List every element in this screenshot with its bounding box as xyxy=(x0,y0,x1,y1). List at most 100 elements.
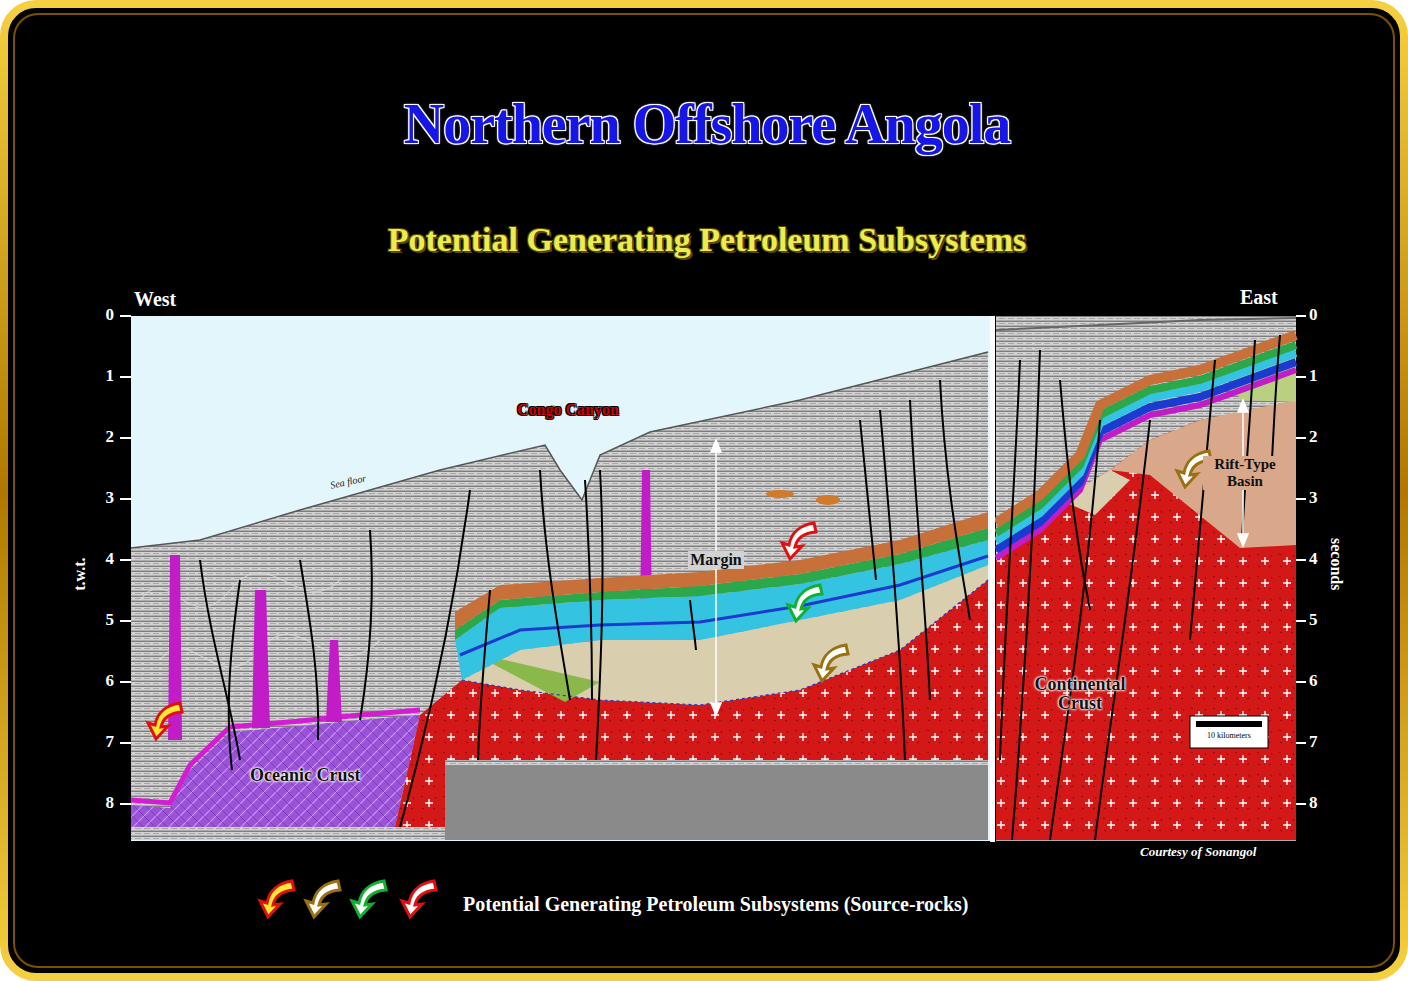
illustration-part xyxy=(711,440,721,715)
illustration-part xyxy=(1238,534,1248,546)
left-panel xyxy=(131,316,990,841)
axis-title: t.w.t. xyxy=(71,558,89,591)
illustration-part xyxy=(690,600,696,650)
illustration-part xyxy=(1296,316,1306,804)
illustration-part xyxy=(585,480,592,700)
axis-title: seconds xyxy=(1327,538,1345,590)
illustration-part xyxy=(160,634,380,667)
illustration-part xyxy=(996,345,1296,533)
direction-label: East xyxy=(1240,286,1278,309)
illustration-part xyxy=(252,590,270,728)
illustration-part xyxy=(715,446,717,709)
illustration-part xyxy=(131,352,988,548)
axis-value: 8 xyxy=(1309,793,1318,813)
illustration-part xyxy=(400,490,470,827)
illustration-part xyxy=(455,512,988,630)
illustration-part xyxy=(131,316,990,841)
scale-label: 10 kilometers xyxy=(1207,731,1251,740)
source-arrow-brown xyxy=(814,645,848,681)
illustration-part xyxy=(306,881,340,917)
title: Northern Offshore Angola xyxy=(404,92,1011,156)
illustration-part xyxy=(910,400,930,700)
illustration-part xyxy=(131,352,988,840)
illustration-part xyxy=(1238,400,1248,412)
subtitle: Potential Generating Petroleum Subsystem… xyxy=(388,220,1027,259)
direction-label: West xyxy=(134,288,176,311)
illustration-part xyxy=(880,410,905,760)
illustration-part xyxy=(596,470,603,760)
axis-value: 2 xyxy=(1309,427,1318,447)
axis-value: 6 xyxy=(92,671,114,691)
illustration-part xyxy=(1272,335,1280,460)
region-label: Rift-Type Basin xyxy=(1203,456,1287,490)
axis-value: 3 xyxy=(1309,488,1318,508)
illustration-part xyxy=(940,380,970,620)
illustration-part xyxy=(1196,721,1262,727)
illustration-part xyxy=(1242,340,1255,540)
axis-value: 4 xyxy=(1309,549,1318,569)
feature-label: Congo Canyon xyxy=(517,401,619,419)
illustration-part xyxy=(148,703,182,739)
legend-arrows xyxy=(260,881,436,917)
source-arrow-yellow xyxy=(148,703,182,739)
frame xyxy=(4,4,1404,977)
axis-value: 1 xyxy=(1309,366,1318,386)
region-label: Oceanic Crust xyxy=(250,765,360,786)
axis-value: 0 xyxy=(1309,305,1318,325)
axis-value: 2 xyxy=(92,427,114,447)
illustration-part xyxy=(782,523,816,559)
axis-value: 5 xyxy=(92,610,114,630)
axis-value: 7 xyxy=(1309,732,1318,752)
axis-value: 7 xyxy=(92,732,114,752)
illustration-part xyxy=(326,640,342,722)
illustration-part xyxy=(996,335,1296,523)
panel-divider xyxy=(990,316,995,842)
illustration-part xyxy=(1095,420,1150,840)
illustration-part xyxy=(229,580,240,770)
illustration-part xyxy=(120,316,131,804)
illustration-part xyxy=(1190,716,1268,748)
illustration-part xyxy=(260,881,294,917)
credit-note: Courtesy of Sonangol xyxy=(1140,845,1256,860)
illustration-part xyxy=(766,490,794,498)
illustration-part xyxy=(352,881,386,917)
illustration-part xyxy=(200,380,970,827)
illustration-part xyxy=(540,470,570,700)
axis-value: 6 xyxy=(1309,671,1318,691)
illustration-part xyxy=(200,560,240,760)
axis-ticks xyxy=(120,316,1306,804)
illustration-part xyxy=(711,703,721,715)
illustration-part xyxy=(306,881,340,917)
illustration-part xyxy=(360,530,372,720)
source-arrow-red xyxy=(782,523,816,559)
illustration-part xyxy=(788,585,822,621)
axis-value: 3 xyxy=(92,488,114,508)
illustration-part xyxy=(445,765,988,840)
illustration-part xyxy=(814,645,848,681)
illustration-part xyxy=(1012,350,1040,840)
source-arrow-green xyxy=(788,585,822,621)
illustration-part xyxy=(402,881,436,917)
frame-inner xyxy=(14,14,1394,967)
illustration-part xyxy=(1000,360,1020,760)
illustration-part xyxy=(478,590,490,760)
axis-value: 4 xyxy=(92,549,114,569)
illustration-part xyxy=(1050,420,1100,840)
illustration-part xyxy=(402,881,436,917)
illustration-part xyxy=(766,490,840,505)
illustration-part xyxy=(1190,360,1215,640)
illustration-part xyxy=(462,580,988,705)
illustration-part xyxy=(996,318,1296,330)
axis-value: 0 xyxy=(92,305,114,325)
illustration-part xyxy=(996,316,1296,841)
illustration-part xyxy=(711,440,721,452)
illustration-part xyxy=(1000,335,1280,840)
axis-value: 1 xyxy=(92,366,114,386)
right-panel xyxy=(996,316,1296,841)
axis-value: 5 xyxy=(1309,610,1318,630)
illustration-part xyxy=(996,400,1296,840)
illustration-part xyxy=(352,881,386,917)
illustration-part xyxy=(260,881,294,917)
illustration-part xyxy=(860,420,876,580)
